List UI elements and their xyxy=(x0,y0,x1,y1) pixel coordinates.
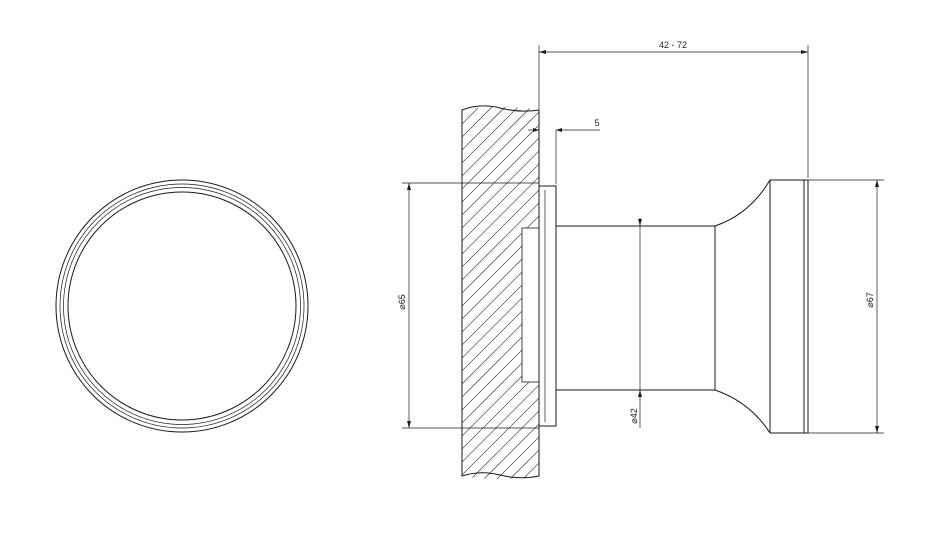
hatch-line xyxy=(462,107,539,479)
hatch-line xyxy=(462,107,513,479)
hatch-line xyxy=(501,107,539,479)
flange-thickness-label: 5 xyxy=(594,118,599,128)
wall-hatching xyxy=(462,107,539,479)
hatch-line xyxy=(462,107,539,479)
wall-section xyxy=(461,105,540,479)
hatch-line xyxy=(462,107,539,479)
hatch-line xyxy=(462,107,539,479)
knob-diameter-label: ⌀67 xyxy=(865,292,875,307)
wall-recess xyxy=(521,227,540,383)
hatch-line xyxy=(462,107,526,479)
hatch-line xyxy=(462,107,539,479)
hatch-line xyxy=(462,107,487,479)
hatch-line xyxy=(462,107,539,479)
hatch-line xyxy=(462,107,474,479)
front-view-ring-3 xyxy=(63,187,301,425)
hatch-line xyxy=(462,107,539,479)
hatch-line xyxy=(462,107,539,479)
projection-dimension-label: 42 - 72 xyxy=(659,40,687,50)
hatch-line xyxy=(462,107,539,479)
hatch-line xyxy=(462,107,539,479)
hatch-line xyxy=(488,107,539,479)
hatch-line xyxy=(462,107,539,479)
hatch-line xyxy=(462,107,539,479)
hatch-line xyxy=(462,107,539,479)
hatch-line xyxy=(462,107,539,479)
dimensions: 42 - 72 5 ⌀65 ⌀42 ⌀67 xyxy=(397,40,884,434)
knob-upper-curve xyxy=(714,179,771,227)
front-view-inner-ring xyxy=(67,191,297,421)
neck-diameter-label: ⌀42 xyxy=(629,408,639,423)
hatch-line xyxy=(462,107,539,479)
wall-flange xyxy=(538,185,557,427)
hatch-line xyxy=(462,107,539,479)
hatch-line xyxy=(462,107,539,479)
knob-lower-curve xyxy=(714,389,771,434)
hatch-line xyxy=(462,107,539,479)
hatch-line xyxy=(462,107,539,479)
front-view-ring-2 xyxy=(59,183,305,429)
hatch-line xyxy=(462,107,539,479)
hatch-line xyxy=(462,107,500,479)
hatch-line xyxy=(462,107,539,479)
hatch-line xyxy=(462,107,539,479)
front-view xyxy=(55,179,309,433)
front-view-outer-ring xyxy=(55,179,309,433)
side-view xyxy=(538,179,809,434)
flange-diameter-label: ⌀65 xyxy=(397,294,407,309)
wall-outline xyxy=(461,105,540,479)
hatch-line xyxy=(462,107,539,479)
